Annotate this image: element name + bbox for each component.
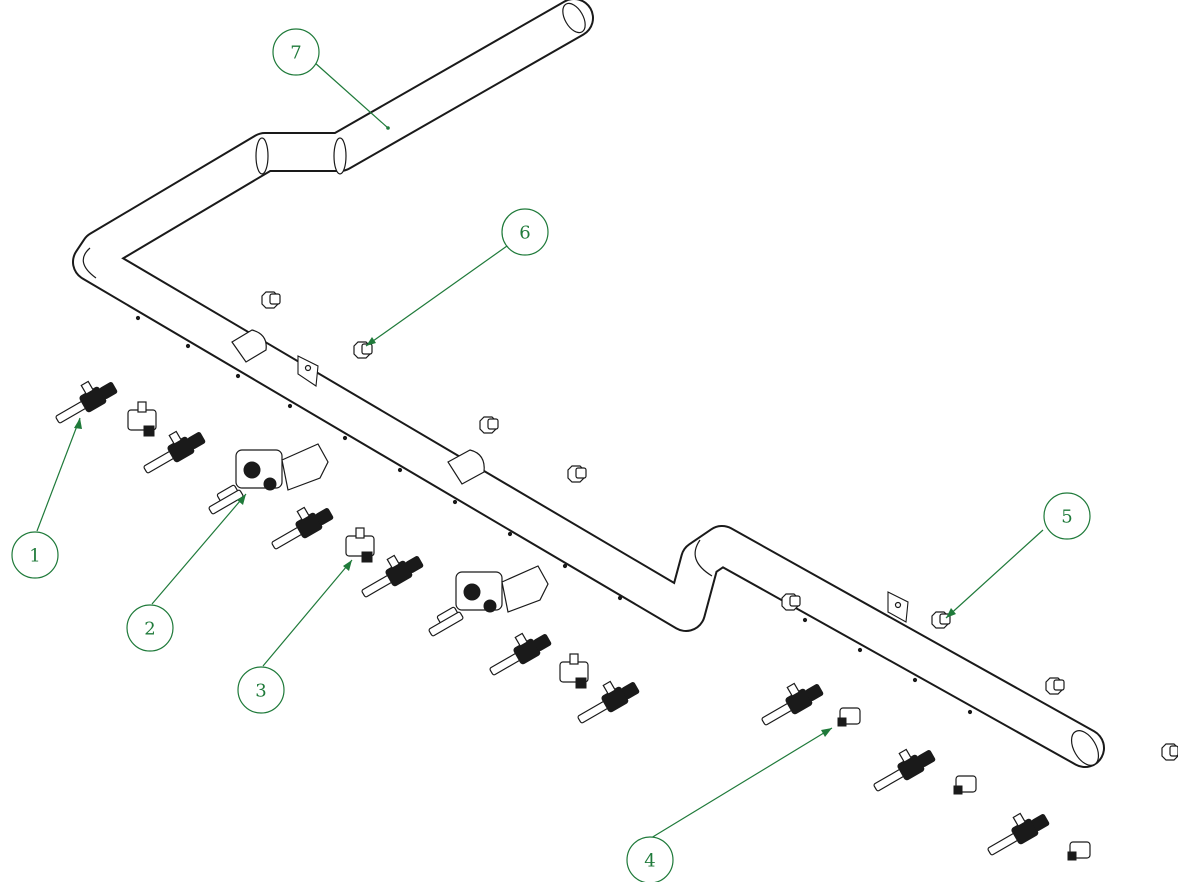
callout-bubble-7: 7 xyxy=(272,28,320,76)
callout-label-4: 4 xyxy=(644,851,655,872)
callout-label-3: 3 xyxy=(255,681,266,702)
callout-bubble-4: 4 xyxy=(626,836,674,882)
tee-fittings xyxy=(127,401,1091,861)
callout-bubble-6: 6 xyxy=(501,208,549,256)
callout-bubble-3: 3 xyxy=(237,666,285,714)
callout-label-2: 2 xyxy=(144,619,155,640)
callout-label-7: 7 xyxy=(290,43,301,64)
callout-label-6: 6 xyxy=(519,223,530,244)
callout-leaders xyxy=(36,61,1044,839)
callout-label-5: 5 xyxy=(1061,507,1072,528)
gas-valves xyxy=(55,380,1050,856)
callout-bubble-2: 2 xyxy=(126,604,174,652)
callout-bubble-5: 5 xyxy=(1043,492,1091,540)
thermostat-valves xyxy=(208,443,549,637)
callout-bubble-1: 1 xyxy=(11,531,59,579)
callout-label-1: 1 xyxy=(29,546,40,567)
manifold-pipe xyxy=(72,0,1105,768)
